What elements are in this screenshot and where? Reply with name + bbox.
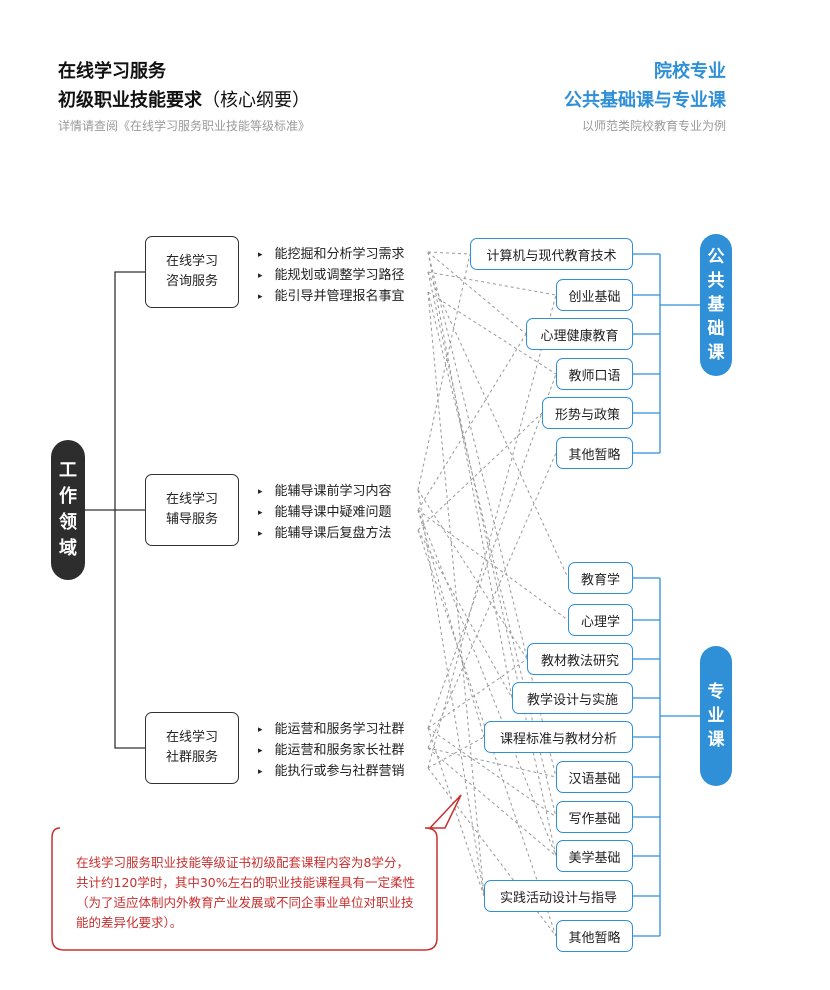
skill-item: 能辅导课后复盘方法 xyxy=(258,524,392,545)
domain-label: 在线学习 xyxy=(165,492,218,507)
mapping-line xyxy=(417,529,513,699)
skills-list-tutor: 能辅导课前学习内容 能辅导课中疑难问题 能辅导课后复盘方法 xyxy=(258,482,392,545)
work-domain-char: 域 xyxy=(59,538,77,559)
work-domain-pill: 工 作 领 域 xyxy=(51,440,85,580)
mapping-line xyxy=(427,294,557,769)
public-course-pill: 公 共 基 础 课 xyxy=(700,234,732,376)
note-text: 在线学习服务职业技能等级证书初级配套课程内容为8学分，共计约120学时，其中30… xyxy=(76,855,416,930)
mapping-line xyxy=(427,271,557,296)
mapping-line xyxy=(427,251,513,699)
tree-line-consult xyxy=(85,271,145,511)
domain-label: 咨询服务 xyxy=(165,274,218,289)
major-course-pill: 专 业 课 xyxy=(700,646,732,786)
mapping-line xyxy=(417,509,569,621)
major-course-box: 实践活动设计与指导 xyxy=(484,880,633,912)
right-title-line2: 公共基础课与专业课 xyxy=(564,90,726,111)
domain-box-consult: 在线学习 咨询服务 xyxy=(145,236,239,308)
domain-label: 在线学习 xyxy=(165,254,218,269)
subtitle-right: 以师范类院校教育专业为例 xyxy=(581,119,726,133)
mapping-line xyxy=(417,412,543,531)
mapping-line xyxy=(417,489,485,897)
mapping-line xyxy=(427,747,557,778)
major-course-box: 心理学 xyxy=(568,604,633,636)
mapping-line xyxy=(427,291,557,375)
major-course-box: 教材教法研究 xyxy=(527,643,633,675)
public-course-box: 计算机与现代教育技术 xyxy=(470,238,633,270)
public-course-box: 形势与政策 xyxy=(542,397,633,429)
page-title-line2: 初级职业技能要求（核心纲要） xyxy=(58,86,310,112)
domain-tree-lines xyxy=(85,271,145,749)
major-course-box: 课程标准与教材分析 xyxy=(484,721,633,753)
major-course-box: 美学基础 xyxy=(556,840,633,872)
skill-item: 能运营和服务家长社群 xyxy=(258,741,405,762)
skills-list-consult: 能挖掘和分析学习需求 能规划或调整学习路径 能引导并管理报名事宜 xyxy=(258,245,405,308)
mapping-line xyxy=(427,291,485,897)
public-course-box: 教师口语 xyxy=(556,358,633,390)
mapping-line xyxy=(427,251,471,255)
mapping-line xyxy=(417,253,471,491)
major-course-box: 教育学 xyxy=(568,562,633,594)
mapping-line xyxy=(427,736,485,769)
public-label-char: 础 xyxy=(707,319,725,339)
major-label-char: 课 xyxy=(707,730,725,750)
domain-box-community: 在线学习 社群服务 xyxy=(145,712,239,784)
mapping-line xyxy=(427,271,557,857)
skill-item: 能运营和服务学习社群 xyxy=(258,720,405,741)
page-title-line1: 在线学习服务 xyxy=(58,61,166,82)
title-bold-part: 初级职业技能要求 xyxy=(58,90,202,111)
title-normal-part: （核心纲要） xyxy=(202,90,310,111)
major-label-char: 业 xyxy=(707,706,725,726)
mapping-line xyxy=(417,509,557,857)
work-domain-char: 领 xyxy=(59,512,77,533)
major-label-char: 专 xyxy=(707,682,725,702)
note-callout xyxy=(51,794,462,951)
mapping-line xyxy=(427,658,528,729)
mapping-lines xyxy=(417,251,569,937)
skill-item: 能辅导课中疑难问题 xyxy=(258,503,392,524)
skill-item: 能引导并管理报名事宜 xyxy=(258,287,405,308)
mapping-line xyxy=(427,727,557,818)
work-domain-char: 作 xyxy=(59,486,77,507)
major-course-box: 写作基础 xyxy=(556,801,633,833)
course-bracket-lines xyxy=(633,253,700,937)
skill-item: 能挖掘和分析学习需求 xyxy=(258,245,405,266)
skill-item: 能执行或参与社群营销 xyxy=(258,762,405,783)
major-course-box: 教学设计与实施 xyxy=(512,682,633,714)
mapping-line xyxy=(427,373,557,729)
public-label-char: 基 xyxy=(707,295,725,315)
tree-line-community xyxy=(114,510,145,749)
skill-item: 能辅导课前学习内容 xyxy=(258,482,392,503)
public-label-char: 共 xyxy=(707,271,725,291)
domain-label: 辅导服务 xyxy=(165,512,218,527)
domain-label: 社群服务 xyxy=(165,750,218,765)
major-course-box: 其他暂略 xyxy=(556,920,633,952)
skill-item: 能规划或调整学习路径 xyxy=(258,266,405,287)
mapping-line xyxy=(427,747,557,857)
work-domain-char: 工 xyxy=(59,460,77,481)
public-label-char: 课 xyxy=(707,343,725,363)
skills-list-community: 能运营和服务学习社群 能运营和服务家长社群 能执行或参与社群营销 xyxy=(258,720,405,783)
right-title-line1: 院校专业 xyxy=(654,61,726,82)
public-course-box: 心理健康教育 xyxy=(526,318,633,350)
major-course-box: 汉语基础 xyxy=(556,761,633,793)
mapping-line xyxy=(417,333,527,511)
domain-box-tutor: 在线学习 辅导服务 xyxy=(145,474,239,546)
mapping-line xyxy=(417,489,528,660)
public-course-box: 其他暂略 xyxy=(556,437,633,469)
public-label-char: 公 xyxy=(707,247,725,267)
public-course-box: 创业基础 xyxy=(556,279,633,311)
domain-label: 在线学习 xyxy=(165,730,218,745)
mapping-line xyxy=(427,271,569,579)
subtitle-left: 详情请查阅《在线学习服务职业技能等级标准》 xyxy=(58,119,311,133)
